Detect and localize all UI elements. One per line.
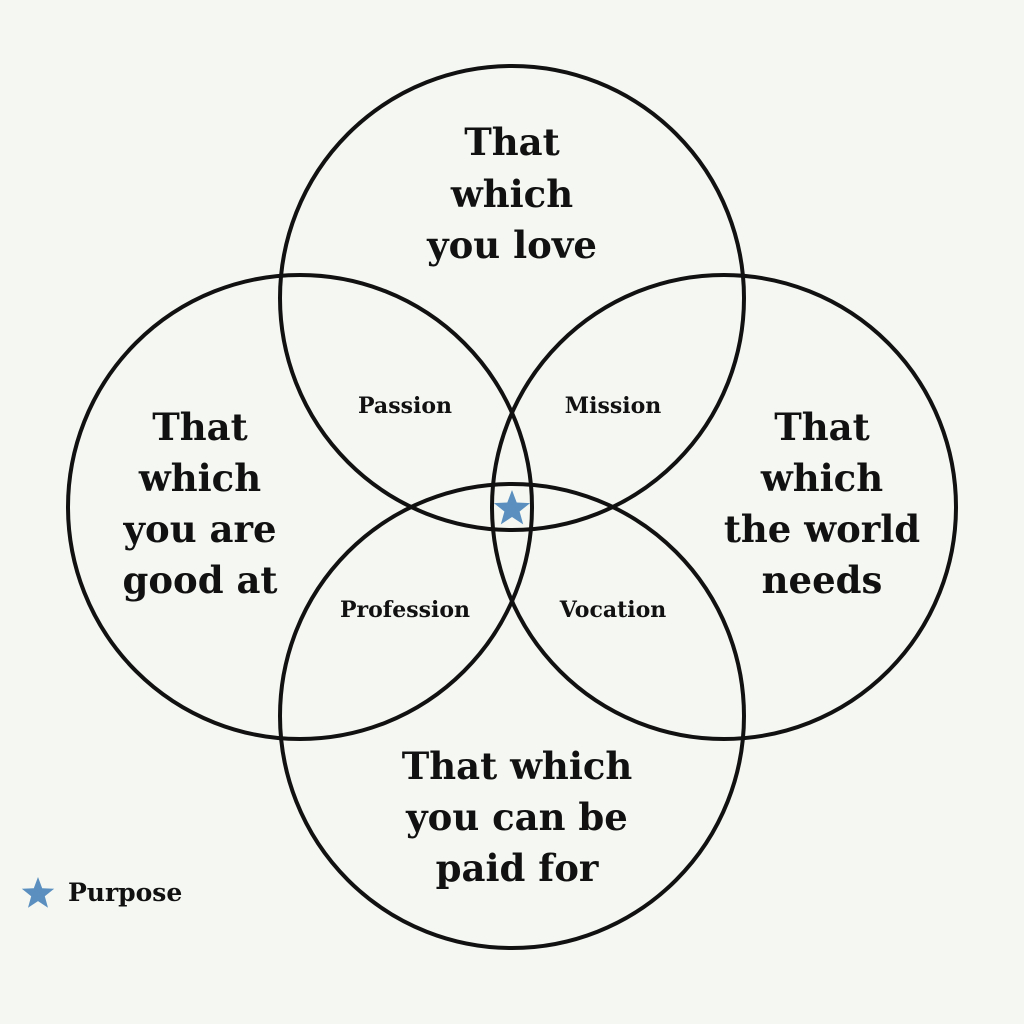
label-good-at-line: good at xyxy=(122,558,277,602)
label-love-line: That xyxy=(464,120,560,164)
legend-star-icon xyxy=(21,877,55,908)
label-world-needs-line: needs xyxy=(762,558,883,602)
star-icon xyxy=(493,490,531,525)
circle-love xyxy=(278,64,746,532)
label-love-line: you love xyxy=(426,223,597,267)
circle-good-at xyxy=(66,273,534,741)
label-paid-for-line: paid for xyxy=(436,846,599,890)
label-love-line: which xyxy=(450,172,573,216)
label-paid-for-line: you can be xyxy=(405,795,628,839)
label-vocation: Vocation xyxy=(559,597,667,623)
label-good-at-line: you are xyxy=(123,507,277,551)
label-good-at-line: That xyxy=(152,405,248,449)
label-paid-for-line: That which xyxy=(402,744,633,788)
circle-paid-for xyxy=(278,482,746,950)
label-mission: Mission xyxy=(565,393,662,419)
label-world-needs-line: which xyxy=(760,456,883,500)
label-world-needs-line: That xyxy=(774,405,870,449)
label-profession: Profession xyxy=(340,597,470,623)
legend-purpose-label: Purpose xyxy=(68,878,182,907)
label-world-needs-line: the world xyxy=(724,507,920,551)
label-good-at-line: which xyxy=(138,456,261,500)
circle-world-needs xyxy=(490,273,958,741)
label-passion: Passion xyxy=(358,393,452,419)
